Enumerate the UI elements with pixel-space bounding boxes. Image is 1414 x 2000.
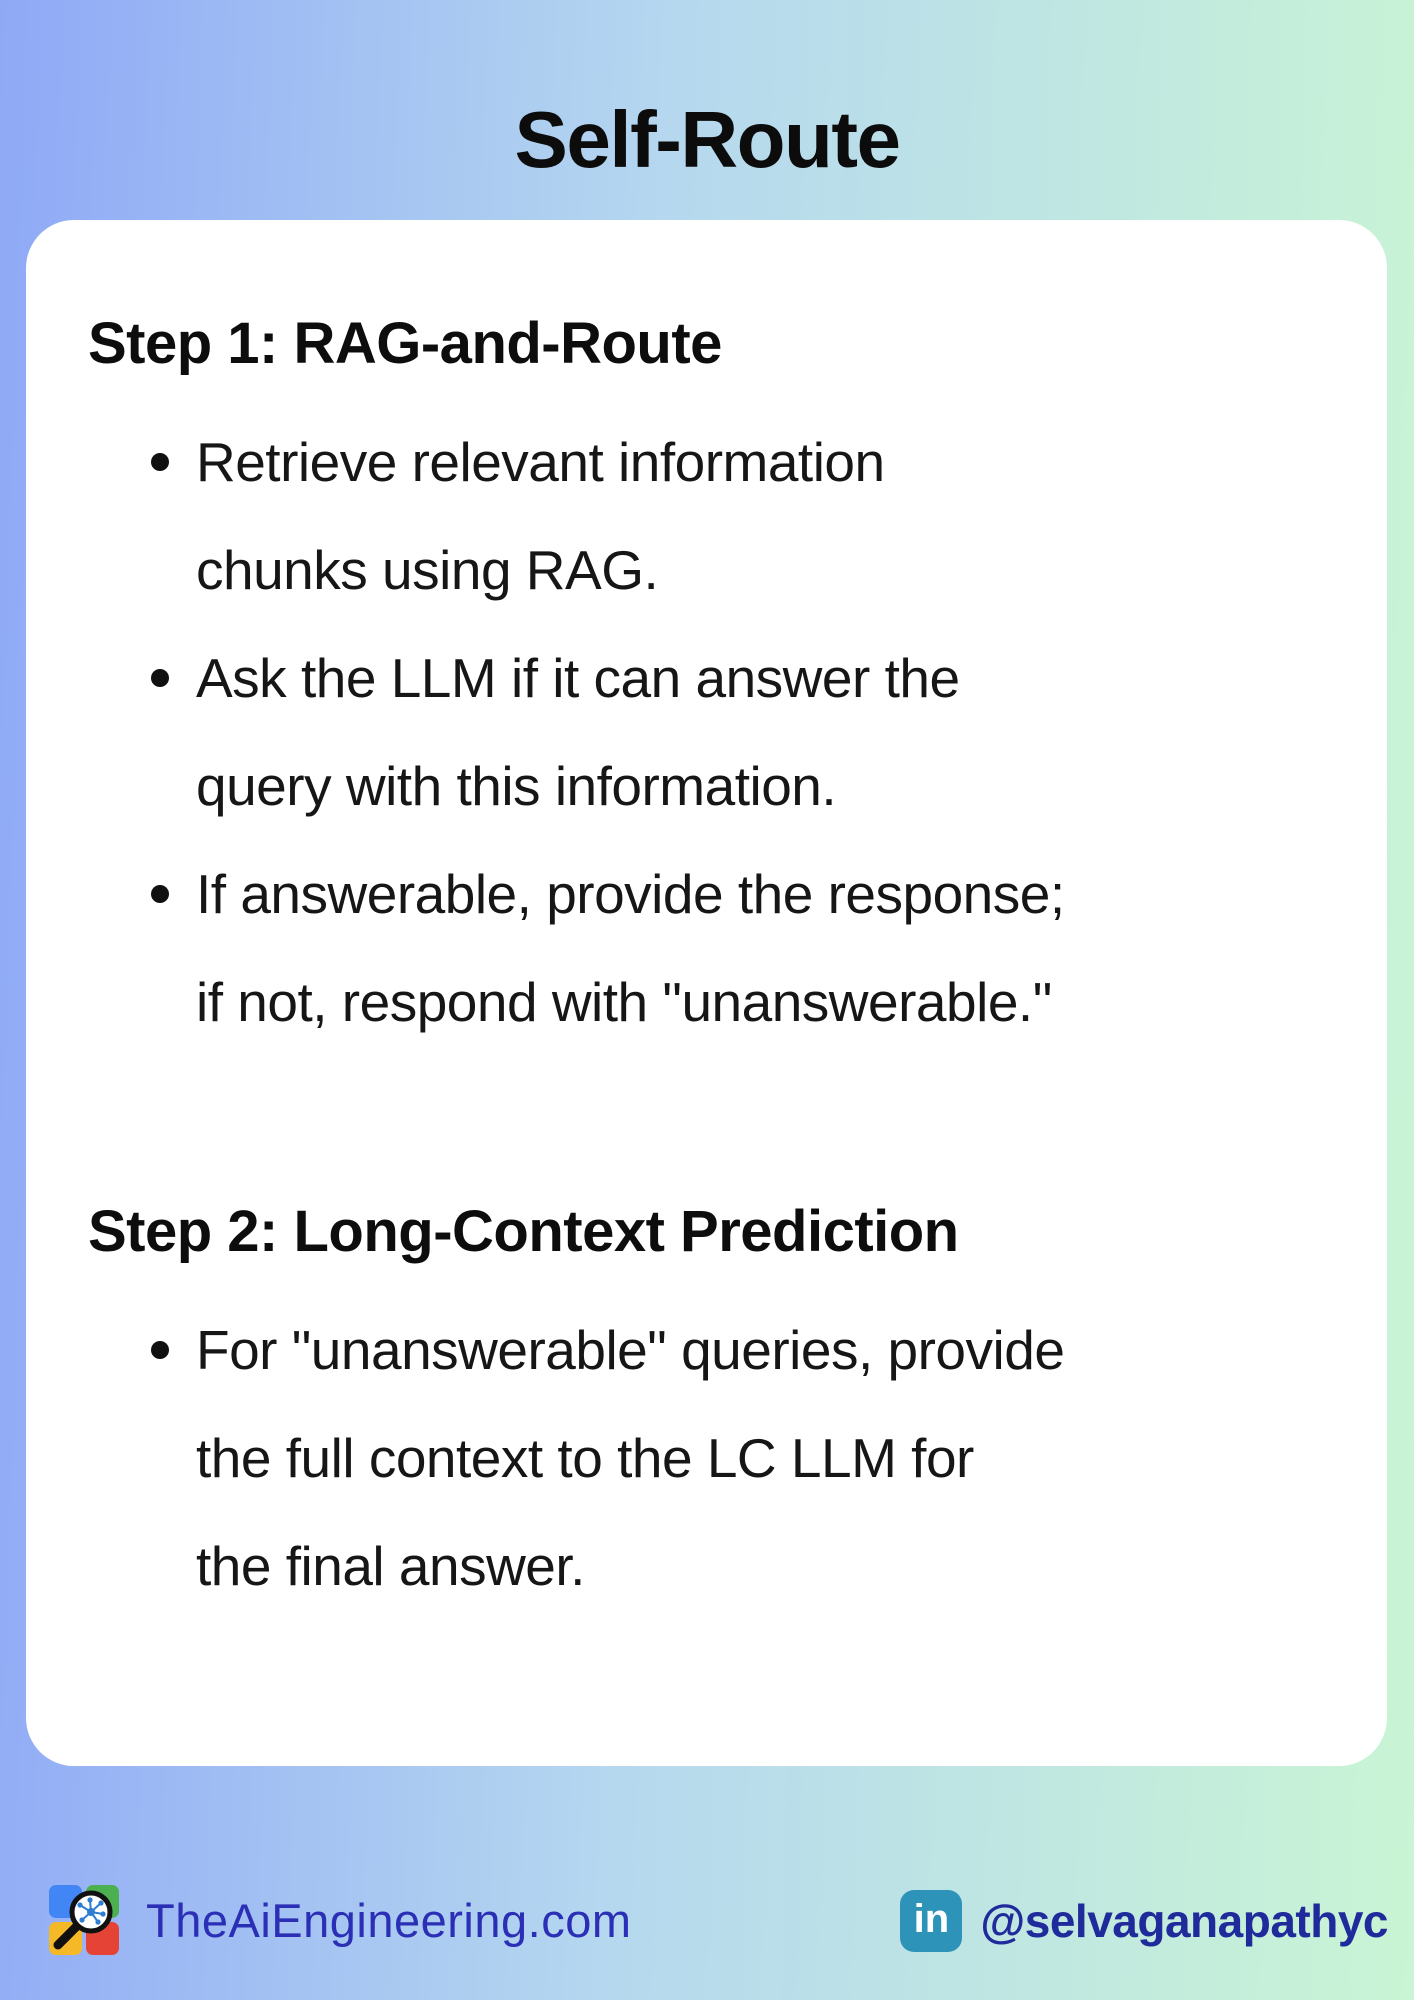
bullet-icon (124, 624, 196, 687)
linkedin-icon[interactable]: in (900, 1890, 963, 1952)
linkedin-icon-label: in (913, 1897, 950, 1941)
linkedin-handle[interactable]: @selvaganapathyc (980, 1895, 1388, 1947)
theaiengineering-logo-icon (49, 1885, 119, 1955)
step-1-section: Step 1: RAG-and-Route Retrieve relevant … (88, 308, 1331, 1056)
bullet-text: For "unanswerable" queries, provide the … (196, 1319, 1065, 1597)
step-2-bullet-list: For "unanswerable" queries, provide the … (88, 1296, 1331, 1620)
step-1-heading: Step 1: RAG-and-Route (88, 311, 722, 376)
bullet-icon (124, 1296, 196, 1359)
footer-social: in @selvaganapathyc (900, 1890, 1388, 1952)
list-item: Retrieve relevant information chunks usi… (88, 408, 1331, 624)
content-card: Step 1: RAG-and-Route Retrieve relevant … (26, 220, 1387, 1766)
bullet-text: Retrieve relevant information chunks usi… (196, 431, 885, 601)
page-title: Self-Route (514, 94, 902, 184)
footer-brand: TheAiEngineering.com (46, 1882, 632, 1958)
step-2-heading: Step 2: Long-Context Prediction (88, 1199, 959, 1264)
list-item: Ask the LLM if it can answer the query w… (88, 624, 1331, 840)
bullet-text: If answerable, provide the response; if … (196, 863, 1065, 1033)
bullet-icon (124, 840, 196, 903)
bullet-icon (124, 408, 196, 471)
step-2-section: Step 2: Long-Context Prediction For "una… (88, 1196, 1331, 1620)
website-link[interactable]: TheAiEngineering.com (146, 1893, 632, 1947)
step-1-bullet-list: Retrieve relevant information chunks usi… (88, 408, 1331, 1056)
list-item: For "unanswerable" queries, provide the … (88, 1296, 1331, 1620)
list-item: If answerable, provide the response; if … (88, 840, 1331, 1056)
bullet-text: Ask the LLM if it can answer the query w… (196, 647, 960, 817)
